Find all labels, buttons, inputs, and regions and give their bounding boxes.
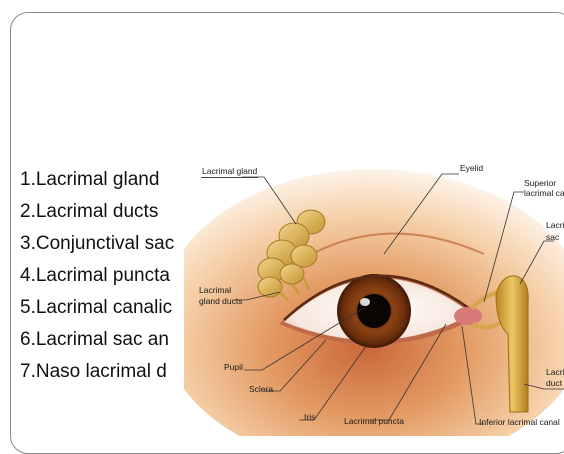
- list-item: 4.Lacrimal puncta: [20, 260, 195, 292]
- label-superior-canal-line1: Superior: [524, 178, 556, 188]
- label-gland-ducts-line2: gland ducts: [199, 296, 242, 306]
- label-lacrimal-duct-line1: Lacrim: [546, 367, 564, 377]
- label-sclera: Sclera: [249, 384, 273, 394]
- label-pupil: Pupil: [224, 362, 243, 372]
- label-iris: Iris: [304, 412, 315, 422]
- list-item: 2.Lacrimal ducts: [20, 196, 195, 228]
- slide-card: 1.Lacrimal gland 2.Lacrimal ducts 3.Conj…: [10, 12, 564, 454]
- eye-illustration: [184, 144, 564, 436]
- eye-anatomy-figure: Lacrimal gland Eyelid Superior lacrimal …: [184, 144, 564, 436]
- list-item: 7.Naso lacrimal d: [20, 356, 195, 388]
- label-lacrimal-puncta: Lacrimal puncta: [344, 416, 404, 426]
- list-item: 1.Lacrimal gland: [20, 164, 195, 196]
- label-lacrimal-duct-line2: duct: [546, 378, 562, 388]
- structure-list: 1.Lacrimal gland 2.Lacrimal ducts 3.Conj…: [20, 164, 195, 388]
- list-item: 3.Conjunctival saс: [20, 228, 195, 260]
- label-lacrimal-gland: Lacrimal gland: [201, 166, 258, 178]
- list-item: 5.Lacrimal canalic: [20, 292, 195, 324]
- label-inferior-canal: Inferior lacrimal canal: [479, 417, 560, 427]
- label-lacrimal-sac-line2: sac: [546, 232, 559, 242]
- label-gland-ducts-line1: Lacrimal: [199, 285, 231, 295]
- caruncle: [454, 307, 482, 325]
- label-lacrimal-sac-line1: Lacrim: [546, 220, 564, 230]
- label-eyelid: Eyelid: [460, 163, 483, 173]
- list-item: 6.Lacrimal sac an: [20, 324, 195, 356]
- label-superior-canal-line2: lacrimal cana: [524, 188, 564, 198]
